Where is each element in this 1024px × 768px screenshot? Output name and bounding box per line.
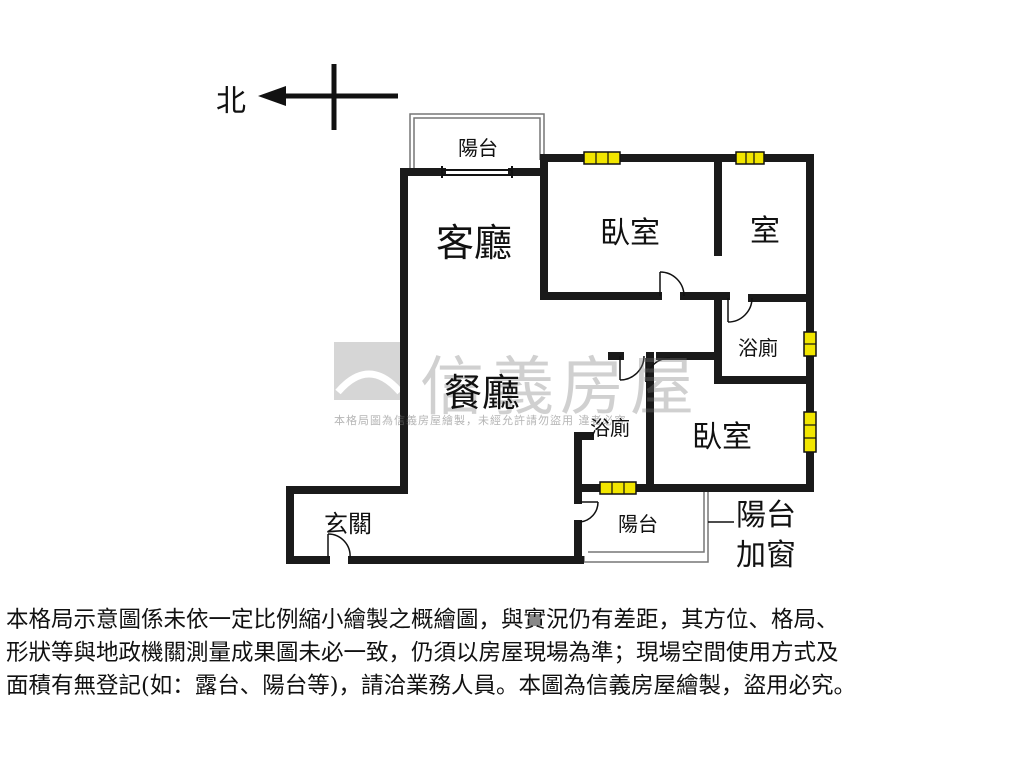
windows [583, 151, 817, 495]
watermark-subtext: 本格局圖為信義房屋繪製，未經允許請勿盜用 違者必究 [334, 414, 627, 427]
watermark-brand: 信義房屋 [420, 351, 700, 425]
doors [327, 271, 753, 559]
watermark-logo-icon [334, 342, 404, 400]
room-label-entrance: 玄關 [324, 510, 372, 538]
disclaimer-line-1: 本格局示意圖係未依一定比例縮小繪製之概繪圖，與實況仍有差距，其方位、格局、 [6, 607, 839, 633]
room-label-bath-2: 浴廁 [590, 416, 630, 440]
room-label-bedroom-2: 臥室 [692, 420, 752, 455]
room-label-bath-1: 浴廁 [738, 336, 778, 360]
compass-label: 北 [216, 84, 246, 119]
room-label-living: 客廳 [436, 221, 513, 265]
disclaimer-line-2: 形狀等與地政機關測量成果圖未必一致，仍須以房屋現場為準；現場空間使用方式及 [6, 640, 839, 666]
room-label-balcony-top: 陽台 [458, 136, 498, 160]
room-label-balcony-bottom: 陽台 [618, 512, 658, 536]
disclaimer: 本格局示意圖係未依一定比例縮小繪製之概繪圖，與實況仍有差距，其方位、格局、 形狀… [6, 604, 1018, 703]
walls [286, 154, 814, 564]
window-dividers [595, 152, 816, 494]
side-note-line-2: 加窗 [736, 538, 796, 573]
disclaimer-line-3: 面積有無登記(如：露台、陽台等)，請洽業務人員。本圖為信義房屋繪製，盜用必究。 [6, 673, 857, 699]
room-label-room: 室 [750, 214, 780, 249]
sliding-door [441, 166, 513, 178]
north-arrow-icon [258, 64, 398, 130]
side-note-line-1: 陽台 [736, 498, 796, 533]
room-label-bedroom-1: 臥室 [600, 216, 660, 251]
room-label-dining: 餐廳 [444, 371, 521, 415]
